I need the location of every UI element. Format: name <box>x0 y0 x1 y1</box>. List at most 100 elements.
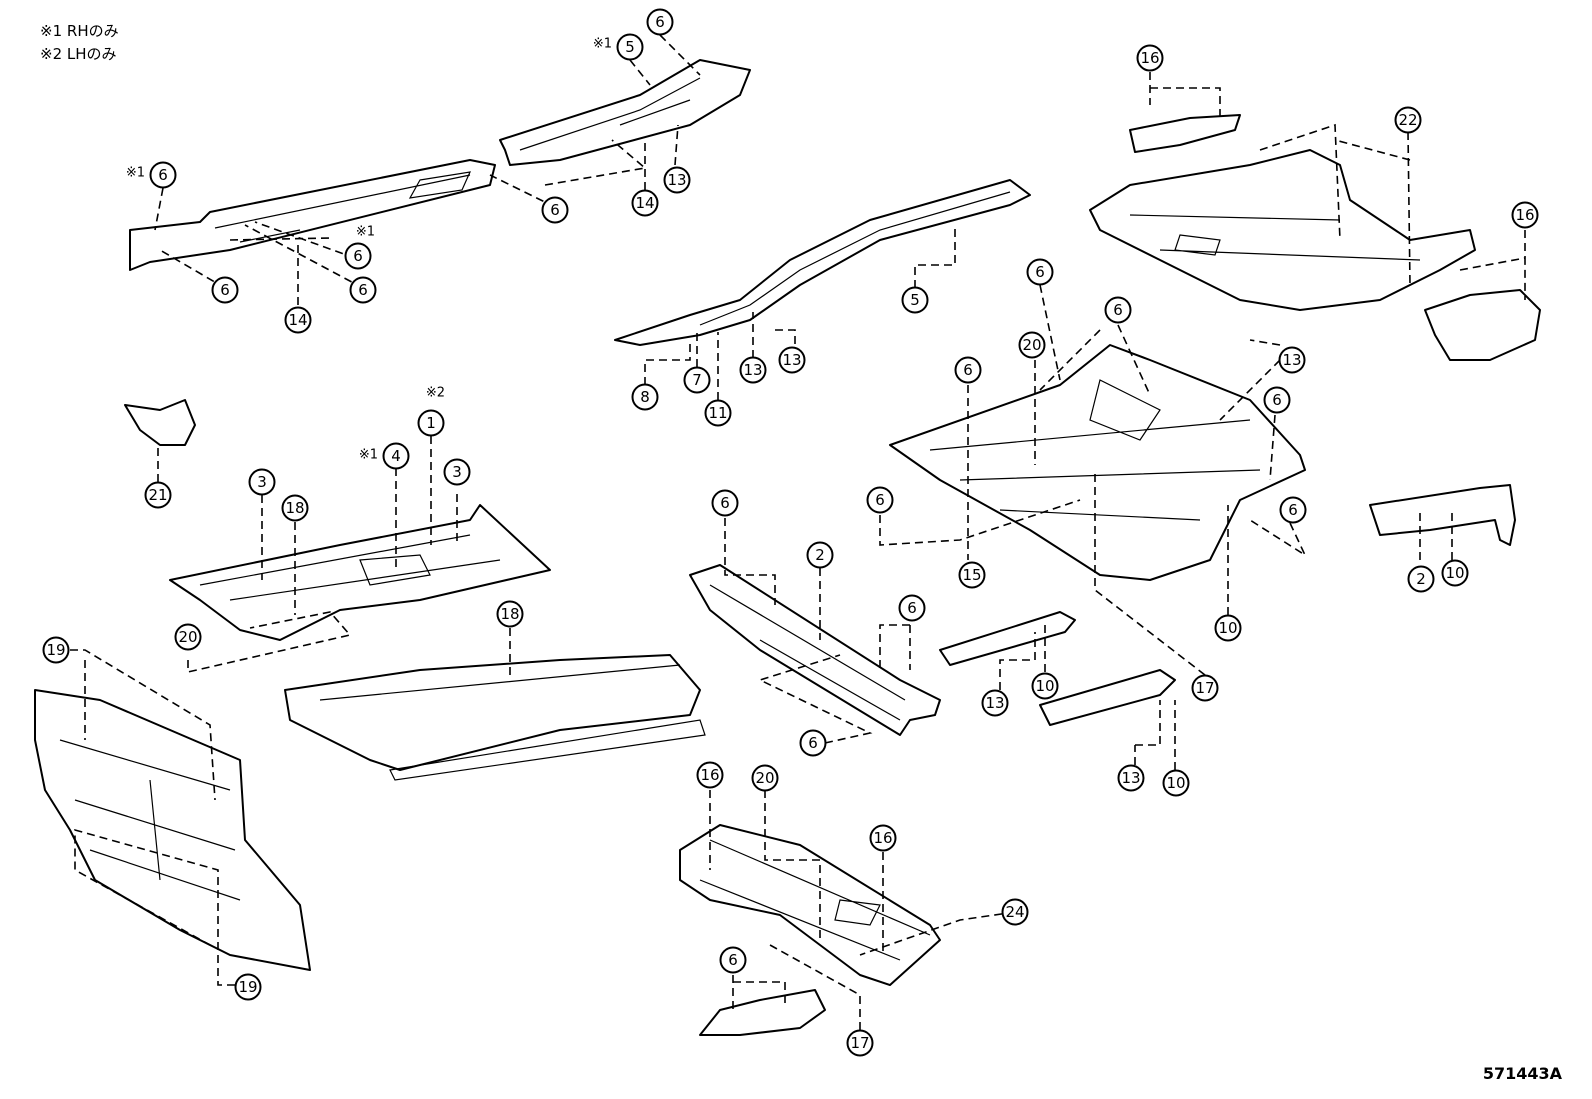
legend-rh-mark: ※1 <box>40 22 63 40</box>
callout-label: 24 <box>1005 903 1024 921</box>
callout-label: 13 <box>1282 351 1301 369</box>
callout-label: 11 <box>708 404 727 422</box>
illustration-reference-code: 571443A <box>1482 1064 1562 1083</box>
callout-label: 10 <box>1218 619 1237 637</box>
part-dash-panel-detail <box>59 739 241 901</box>
callout-6: 6 <box>799 729 827 757</box>
legend-lh-mark: ※2 <box>40 45 63 63</box>
callout-label: 6 <box>158 166 168 184</box>
callout-6: 6 <box>711 489 739 517</box>
callout-5: 5 ※1 <box>593 33 644 61</box>
part-crossmember <box>689 564 941 736</box>
callout-label: 6 <box>1288 501 1298 519</box>
callout-label: 17 <box>1195 679 1214 697</box>
callout-label: 6 <box>728 951 738 969</box>
part-rear-pan-detail <box>699 839 931 961</box>
callout-6: 6 <box>866 486 894 514</box>
callout-16: 16 <box>1511 201 1539 229</box>
callout-label: 13 <box>743 361 762 379</box>
callout-label: 1 <box>426 414 436 432</box>
callout-label: 6 <box>1113 301 1123 319</box>
callout-label: 13 <box>667 171 686 189</box>
callout-13: 13 <box>1117 764 1145 792</box>
legend-lh-text: LHのみ <box>66 45 117 63</box>
callout-2: 2 <box>806 541 834 569</box>
callouts: 6 5※1 13 14 6 6※1 6※1 6 6 14 16 22 16 5 … <box>42 8 1539 1057</box>
callout-label: 3 <box>452 463 462 481</box>
callout-label: 16 <box>1515 206 1534 224</box>
callout-6: 6 <box>211 276 239 304</box>
callout-note: ※1 <box>593 37 612 52</box>
callout-note: ※1 <box>126 166 145 181</box>
callout-10: 10 <box>1031 672 1059 700</box>
callout-label: 16 <box>700 766 719 784</box>
callout-6: 6 <box>1104 296 1132 324</box>
callout-13: 13 <box>663 166 691 194</box>
callout-13: 13 <box>778 346 806 374</box>
callout-label: 6 <box>808 734 818 752</box>
callout-10: 10 <box>1214 614 1242 642</box>
callout-label: 13 <box>782 351 801 369</box>
callout-label: 21 <box>148 486 167 504</box>
callout-label: 13 <box>1121 769 1140 787</box>
callout-16: 16 <box>869 824 897 852</box>
callout-label: 19 <box>238 978 257 996</box>
callout-6: 6 <box>1026 258 1054 286</box>
part-gusset <box>699 989 826 1036</box>
callout-label: 22 <box>1398 111 1417 129</box>
callout-6: 6※1 <box>344 225 375 270</box>
part-front-member-center-detail <box>519 77 701 151</box>
callout-14: 14 <box>284 306 312 334</box>
callout-20: 20 <box>174 623 202 651</box>
callout-label: 6 <box>1035 263 1045 281</box>
callout-24: 24 <box>1001 898 1029 926</box>
callout-label: 6 <box>550 201 560 219</box>
part-crossmember-detail <box>709 584 906 721</box>
callout-label: 19 <box>46 641 65 659</box>
callout-label: 14 <box>288 311 307 329</box>
callout-label: 6 <box>963 361 973 379</box>
part-center-rail <box>614 179 1031 346</box>
callout-label: 10 <box>1166 774 1185 792</box>
callout-label: 16 <box>1140 49 1159 67</box>
part-center-floor <box>889 344 1306 581</box>
callout-8: 8 <box>631 383 659 411</box>
callout-label: 6 <box>353 247 363 265</box>
part-front-member-left <box>129 159 496 271</box>
callout-label: 5 <box>625 38 635 56</box>
callout-19: 19 <box>42 636 70 664</box>
part-front-member-center <box>499 59 751 166</box>
callout-17: 17 <box>1191 674 1219 702</box>
callout-label: 13 <box>985 694 1004 712</box>
part-front-floor-pan-detail <box>199 534 501 601</box>
callout-18: 18 <box>281 494 309 522</box>
callout-10: 10 <box>1441 559 1469 587</box>
callout-13: 13 <box>1278 346 1306 374</box>
part-rear-floor <box>1089 149 1476 311</box>
callout-16: 16 <box>1136 44 1164 72</box>
part-rear-side-member <box>1369 484 1516 546</box>
callout-14: 14 <box>631 189 659 217</box>
part-bracket-21 <box>124 399 196 446</box>
callout-6: 6 <box>541 196 569 224</box>
callout-label: 18 <box>285 499 304 517</box>
callout-label: 15 <box>962 566 981 584</box>
callout-label: 16 <box>873 829 892 847</box>
callout-label: 8 <box>640 388 650 406</box>
part-bracket-16b <box>1424 289 1541 361</box>
callout-16: 16 <box>696 761 724 789</box>
callout-6: 6 <box>954 356 982 384</box>
callout-13: 13 <box>981 689 1009 717</box>
callout-3: 3 <box>443 458 471 486</box>
callout-6: 6 <box>719 946 747 974</box>
callout-6: 6 ※1 <box>126 161 177 189</box>
callout-note: ※1 <box>359 448 378 463</box>
callout-label: 6 <box>655 13 665 31</box>
callout-20: 20 <box>751 764 779 792</box>
callout-15: 15 <box>958 561 986 589</box>
callout-4: 4※1 <box>359 442 410 470</box>
callout-note: ※2 <box>426 386 445 401</box>
callout-label: 10 <box>1445 564 1464 582</box>
callout-label: 10 <box>1035 677 1054 695</box>
